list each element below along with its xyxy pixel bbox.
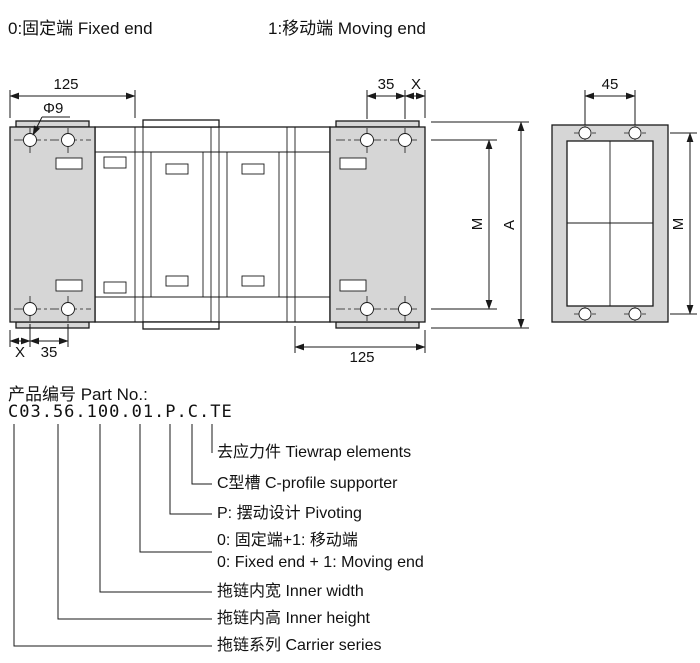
dim-hole-diameter: Φ9 (32, 100, 70, 136)
tree-line-inner-width (99, 424, 212, 593)
dim-125-top-left: 125 (9, 76, 136, 118)
dim-label-125-top: 125 (53, 76, 78, 93)
breakdown-carrier-series: 拖链系列 Carrier series (217, 637, 382, 654)
bolt-hole (628, 126, 642, 140)
dimensions: 125 Φ9 35 X 45 (9, 76, 697, 366)
dim-a-main: A (431, 121, 529, 329)
dim-label-m-main: M (469, 218, 486, 231)
dim-label-phi9: Φ9 (43, 100, 63, 117)
dim-m-main: M (431, 139, 497, 310)
breakdown-pivoting: P: 摆动设计 Pivoting (217, 505, 362, 522)
dim-label-m-side: M (670, 218, 687, 231)
bolt-hole (23, 302, 37, 316)
crossbar-frames (150, 151, 280, 298)
dim-x-35-bottom: X 35 (9, 324, 69, 361)
side-view-holes (574, 126, 646, 321)
bolt-hole (360, 302, 374, 316)
dim-45-side: 45 (584, 76, 636, 125)
tree-line-series (13, 424, 212, 647)
dim-label-x-top: X (411, 76, 421, 93)
part-no-code: C03.56.100.01.P.C.TE (8, 402, 233, 422)
dim-m-side: M (670, 132, 697, 315)
breakdown-inner-height: 拖链内高 Inner height (217, 610, 370, 627)
dim-35-x-top: 35 X (366, 76, 426, 119)
bolt-hole (578, 307, 592, 321)
dim-label-35-top: 35 (378, 76, 395, 93)
fixed-end-bracket (9, 120, 96, 329)
bolt-hole (398, 133, 412, 147)
bolt-hole (61, 133, 75, 147)
dim-label-x-bottom: X (15, 344, 25, 361)
bolt-hole (61, 302, 75, 316)
tree-line-pivoting (169, 424, 212, 515)
dim-label-45: 45 (602, 76, 619, 93)
bolt-hole (628, 307, 642, 321)
bolt-hole (398, 302, 412, 316)
link-slots (103, 156, 265, 294)
breakdown-end-code-en: 0: Fixed end + 1: Moving end (217, 554, 424, 571)
bottom-tab (142, 321, 220, 330)
dim-label-125-bottom: 125 (349, 349, 374, 366)
breakdown-tiewrap: 去应力件 Tiewrap elements (217, 444, 412, 461)
moving-end-bracket (329, 120, 426, 329)
main-view (9, 119, 426, 330)
bolt-hole (23, 133, 37, 147)
part-no-heading: 产品编号 Part No.: (8, 385, 148, 404)
link-separators (134, 127, 296, 322)
bolt-hole (578, 126, 592, 140)
legend-moving-end: 1:移动端 Moving end (268, 19, 426, 38)
dim-label-35-bottom: 35 (41, 344, 58, 361)
top-tab (142, 119, 220, 128)
bolt-hole (360, 133, 374, 147)
tree-line-end-code (139, 424, 212, 553)
part-number-tree (13, 424, 213, 647)
breakdown-inner-width: 拖链内宽 Inner width (217, 583, 364, 600)
dim-125-bottom-right: 125 (294, 326, 426, 366)
legend-fixed-end: 0:固定端 Fixed end (8, 19, 153, 38)
tree-line-inner-height (57, 424, 212, 620)
breakdown-end-code-cn: 0: 固定端+1: 移动端 (217, 532, 358, 549)
dim-label-a-main: A (501, 220, 518, 230)
breakdown-c-profile: C型槽 C-profile supporter (217, 475, 398, 492)
tree-line-c-profile (191, 424, 212, 485)
side-view (551, 124, 669, 323)
